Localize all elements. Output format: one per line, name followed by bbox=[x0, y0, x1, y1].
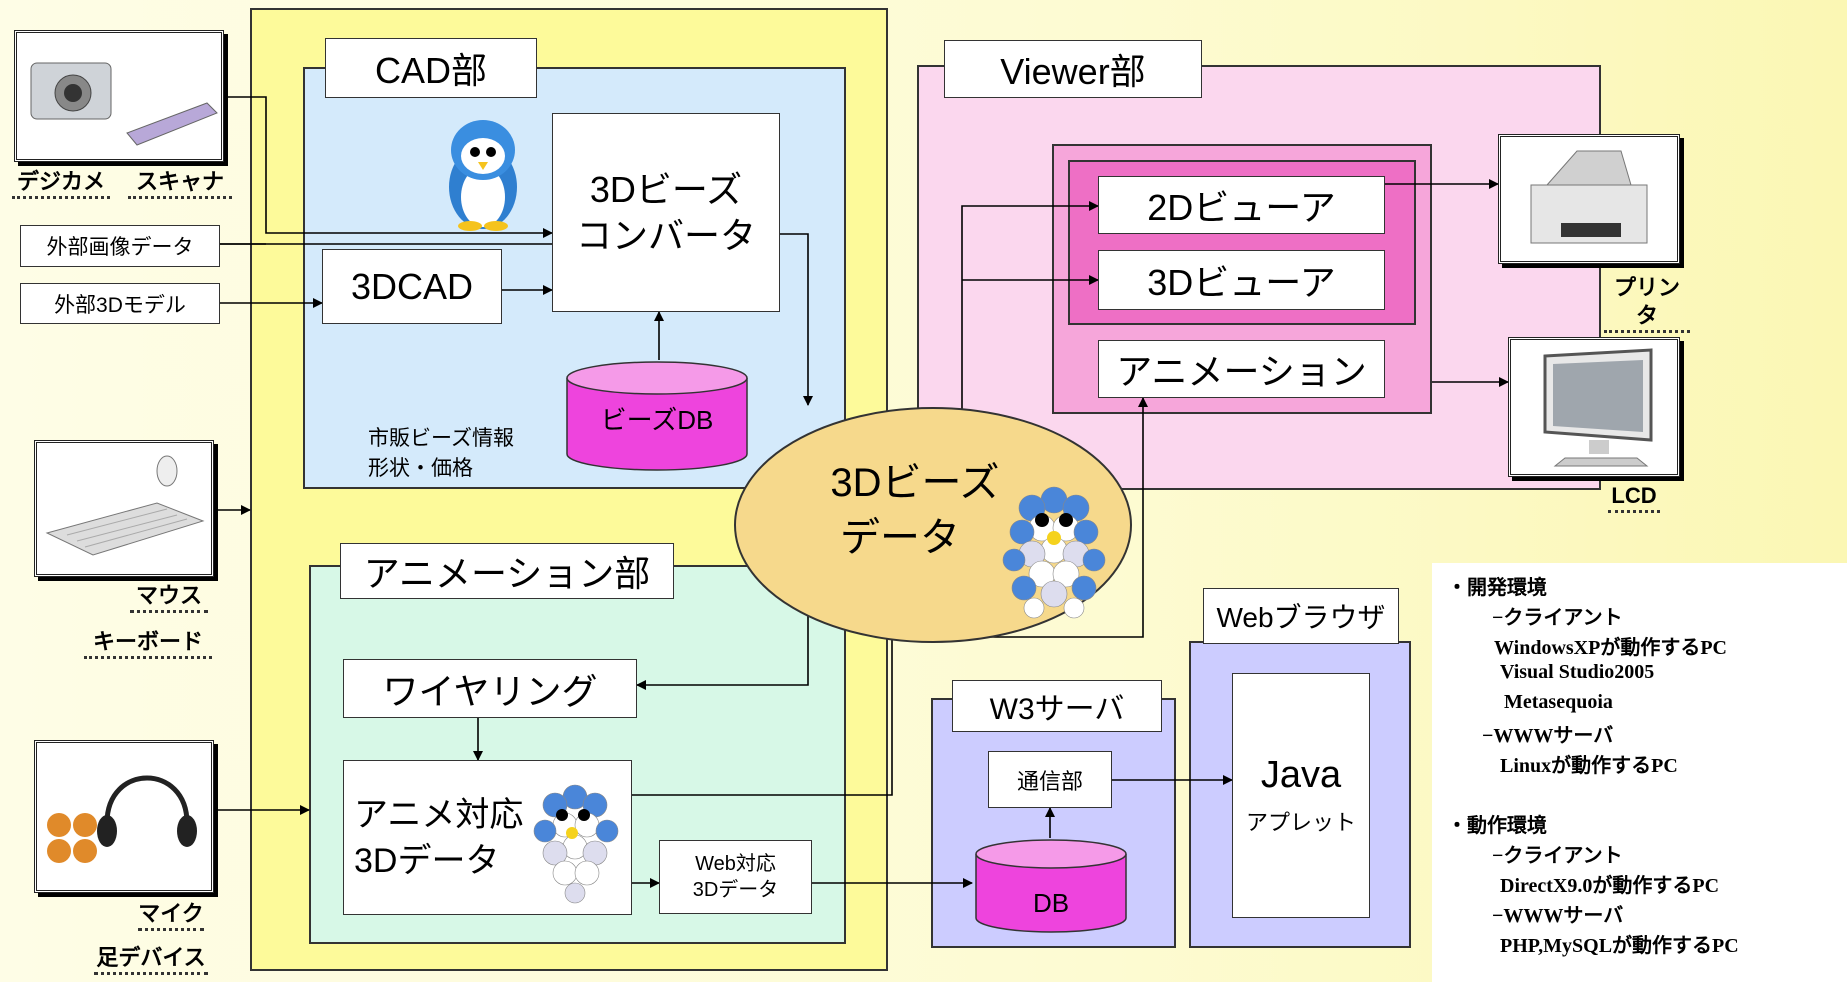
cad3d-box[interactable]: 3DCAD bbox=[322, 249, 502, 324]
headset-foot-device-icon bbox=[47, 775, 197, 863]
lcd-label: LCD bbox=[1608, 482, 1660, 513]
server-db-label: DB bbox=[1032, 888, 1070, 918]
viewer-animation-box[interactable]: アニメーション bbox=[1098, 340, 1385, 398]
center-label-line1: 3Dビーズ bbox=[830, 461, 1000, 505]
lcd-frame[interactable] bbox=[1508, 337, 1680, 477]
viewer-3d-box[interactable]: 3Dビューア bbox=[1098, 250, 1385, 310]
camera-scanner-icon bbox=[30, 62, 218, 146]
applet-label: アプレット bbox=[1245, 810, 1356, 835]
web-browser-title: Webブラウザ bbox=[1203, 588, 1399, 644]
viewer-section-title: Viewer部 bbox=[944, 40, 1202, 98]
viewer-2d-label: 2Dビューア bbox=[1147, 187, 1336, 228]
w3-server-title: W3サーバ bbox=[952, 680, 1162, 732]
beads-db-label: ビーズDB bbox=[600, 405, 714, 435]
camera-label: デジカメ bbox=[12, 168, 110, 199]
run-env-title: ・動作環境 bbox=[1447, 815, 1547, 837]
wiring-label: ワイヤリング bbox=[382, 670, 598, 712]
dev-env-server-os: Linuxが動作するPC bbox=[1500, 755, 1678, 777]
viewer-2d-box[interactable]: 2Dビューア bbox=[1098, 176, 1385, 234]
keyboard-mouse-frame[interactable] bbox=[34, 440, 214, 577]
mic-label: マイク bbox=[138, 900, 204, 931]
dev-env-client: −クライアント bbox=[1492, 607, 1623, 629]
comm-label: 通信部 bbox=[1016, 768, 1083, 794]
environment-notes: ・開発環境 −クライアント WindowsXPが動作するPC Visual St… bbox=[1432, 563, 1847, 982]
center-label-line2: データ bbox=[840, 516, 960, 560]
web3d-label-line2: 3Dデータ bbox=[692, 879, 779, 901]
external-image-input[interactable]: 外部画像データ bbox=[20, 225, 220, 267]
anime3d-label-line1: アニメ対応 bbox=[354, 795, 524, 834]
keyboard-mouse-icon bbox=[45, 455, 205, 556]
external-3d-input[interactable]: 外部3Dモデル bbox=[20, 283, 220, 324]
run-env-client-req: DirectX9.0が動作するPC bbox=[1500, 875, 1720, 897]
keyboard-label: キーボード bbox=[84, 628, 212, 659]
server-db-cylinder[interactable] bbox=[974, 838, 1128, 934]
dev-env-tool1: Visual Studio2005 bbox=[1500, 661, 1655, 683]
beads-converter-box[interactable]: 3Dビーズ コンバータ bbox=[552, 113, 780, 312]
camera-scanner-frame[interactable] bbox=[14, 30, 224, 162]
cad-section-title: CAD部 bbox=[325, 38, 537, 98]
converter-label-line2: コンバータ bbox=[575, 214, 756, 256]
penguin-mascot-icon bbox=[449, 120, 517, 231]
foot-device-label: 足デバイス bbox=[94, 944, 208, 975]
web3d-box[interactable]: Web対応 3Dデータ bbox=[659, 840, 812, 914]
animation-section-title: アニメーション部 bbox=[340, 543, 674, 599]
wiring-box[interactable]: ワイヤリング bbox=[343, 659, 637, 718]
beads-db-cylinder[interactable] bbox=[565, 360, 749, 472]
animated-penguin-icon bbox=[533, 784, 619, 904]
lcd-monitor-icon bbox=[1543, 348, 1653, 467]
dev-env-client-os: WindowsXPが動作するPC bbox=[1494, 637, 1727, 659]
dev-env-title: ・開発環境 bbox=[1447, 577, 1547, 599]
beads-penguin-icon bbox=[1002, 486, 1106, 619]
external-3d-label: 外部3Dモデル bbox=[54, 293, 186, 317]
comm-box[interactable]: 通信部 bbox=[988, 751, 1112, 808]
cad3d-label: 3DCAD bbox=[350, 265, 474, 307]
converter-label-line1: 3Dビーズ bbox=[589, 168, 743, 210]
run-env-server-req: PHP,MySQLが動作するPC bbox=[1500, 935, 1739, 957]
java-label: Java bbox=[1260, 754, 1342, 796]
dev-env-tool2: Metasequoia bbox=[1504, 691, 1613, 713]
mouse-label: マウス bbox=[130, 582, 208, 613]
viewer-animation-label: アニメーション bbox=[1116, 351, 1367, 392]
scanner-label: スキャナ bbox=[128, 168, 232, 199]
beads-info-line1: 市販ビーズ情報 bbox=[368, 427, 514, 450]
printer-icon bbox=[1530, 150, 1648, 244]
dev-env-server: −WWWサーバ bbox=[1482, 725, 1614, 747]
beads-info-line2: 形状・価格 bbox=[368, 457, 473, 480]
run-env-server: −WWWサーバ bbox=[1492, 905, 1624, 927]
web3d-label-line1: Web対応 bbox=[695, 853, 776, 875]
mic-foot-frame[interactable] bbox=[34, 740, 214, 893]
anime3d-label-line2: 3Dデータ bbox=[354, 841, 500, 880]
java-applet-box[interactable]: Java アプレット bbox=[1232, 673, 1370, 918]
printer-frame[interactable] bbox=[1498, 134, 1680, 264]
viewer-3d-label: 3Dビューア bbox=[1147, 262, 1336, 303]
printer-label: プリンタ bbox=[1604, 274, 1690, 333]
external-image-label: 外部画像データ bbox=[46, 236, 194, 259]
run-env-client: −クライアント bbox=[1492, 845, 1623, 867]
